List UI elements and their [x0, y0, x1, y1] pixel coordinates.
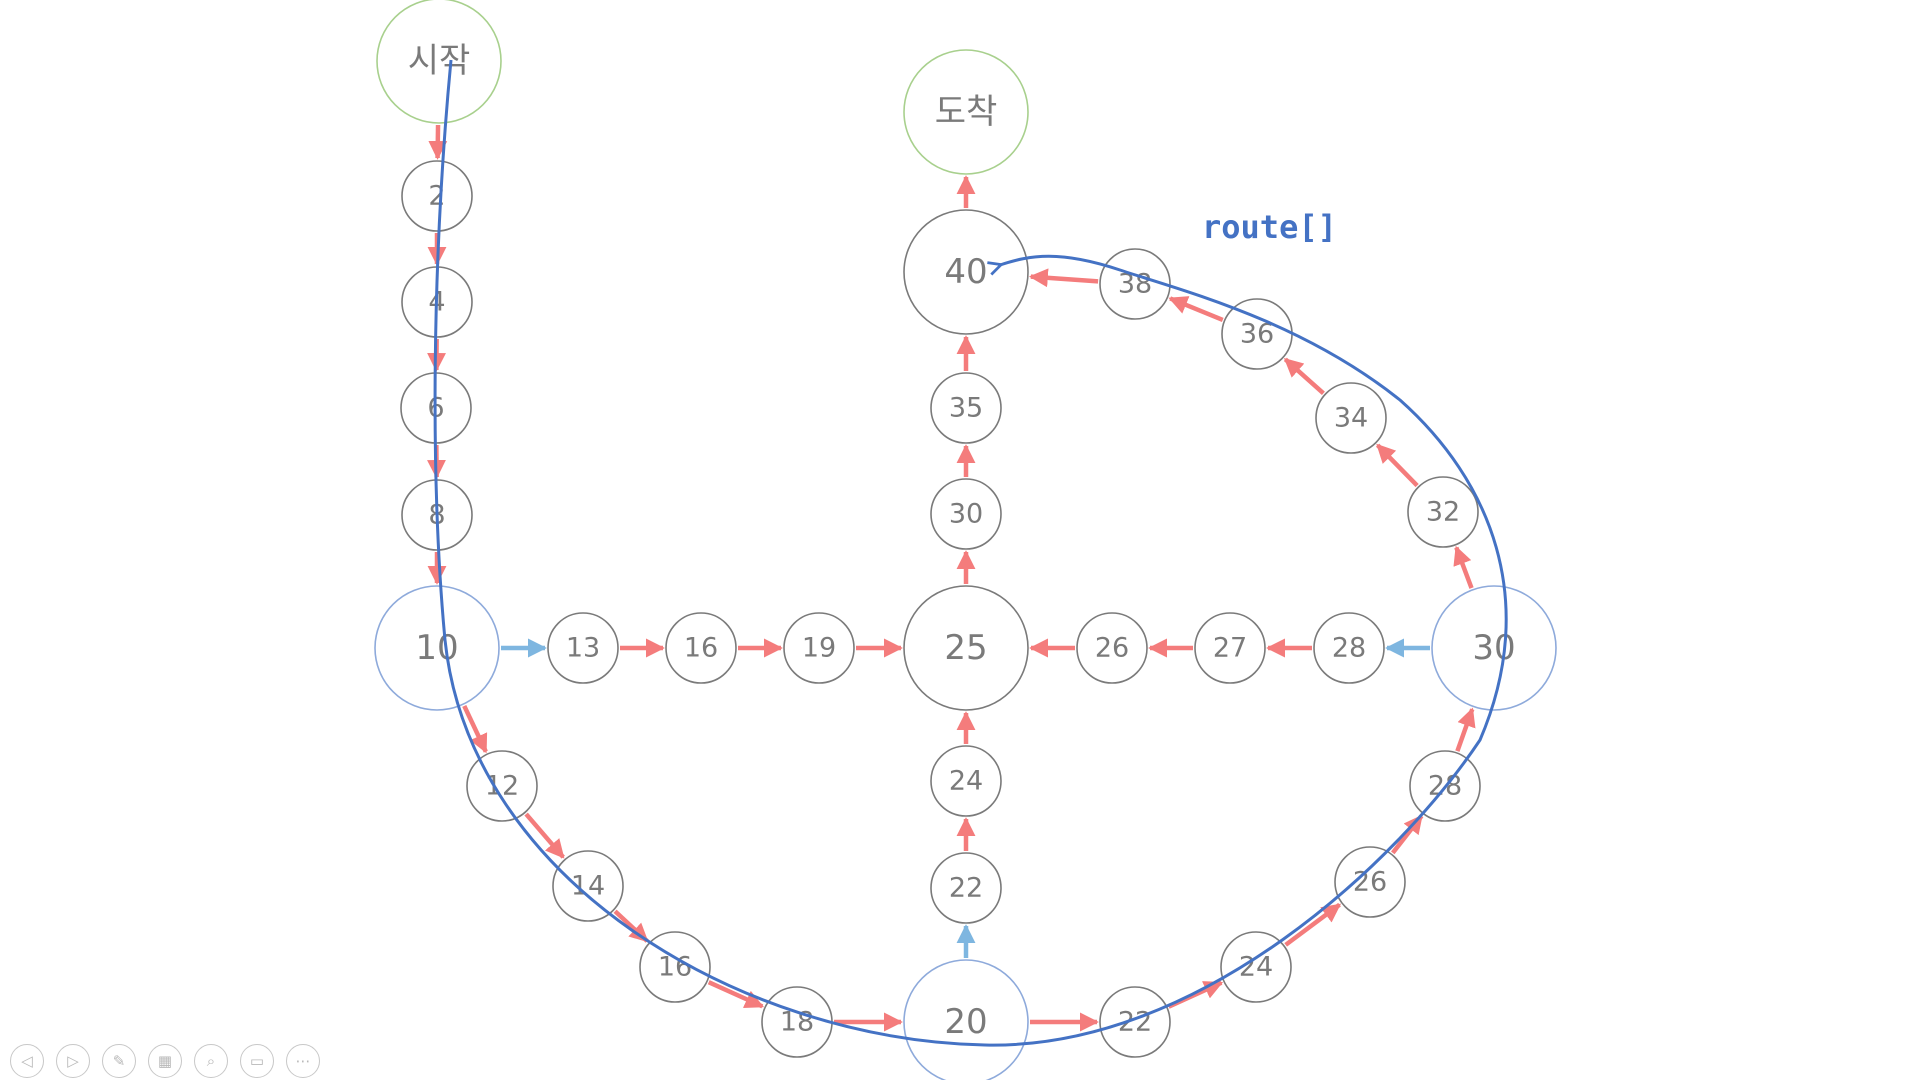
node-circle	[552, 850, 624, 922]
node-n22b: 22	[1099, 986, 1171, 1058]
node-circle	[1315, 382, 1387, 454]
node-circle	[1194, 612, 1266, 684]
node-start: 시작	[376, 0, 502, 124]
node-n28a: 28	[1313, 612, 1385, 684]
edge-n36-to-n38	[1168, 296, 1224, 323]
more-options-icon[interactable]: ⋯	[286, 1044, 320, 1078]
node-label: 19	[802, 633, 836, 664]
node-circle	[930, 745, 1002, 817]
chevron-left-icon[interactable]: ◁	[10, 1044, 44, 1078]
node-circle	[903, 585, 1029, 711]
node-circle	[1099, 986, 1171, 1058]
node-label: 38	[1118, 269, 1152, 300]
node-circle	[930, 478, 1002, 550]
node-n26a: 26	[1076, 612, 1148, 684]
node-label: 30	[1472, 628, 1515, 668]
node-label: 13	[566, 633, 600, 664]
edge-n12-to-n14	[524, 812, 565, 859]
edge-n32-to-n34	[1375, 443, 1419, 488]
slides-grid-icon[interactable]: ▦	[148, 1044, 182, 1078]
node-n22c: 22	[930, 852, 1002, 924]
node-circle	[1313, 612, 1385, 684]
edge-n34-to-n36	[1283, 357, 1325, 396]
node-circle	[639, 931, 711, 1003]
node-circle	[903, 209, 1029, 335]
node-label: 30	[949, 499, 983, 530]
node-circle	[930, 852, 1002, 924]
node-circle	[665, 612, 737, 684]
node-label: 10	[415, 628, 458, 668]
node-n40: 40	[903, 209, 1029, 335]
node-n16a: 16	[665, 612, 737, 684]
node-circle	[374, 585, 500, 711]
node-label: 16	[684, 633, 718, 664]
node-label: 35	[949, 393, 983, 424]
node-label: 26	[1353, 867, 1387, 898]
node-circle	[1431, 585, 1557, 711]
chevron-right-icon[interactable]: ▷	[56, 1044, 90, 1078]
node-n14: 14	[552, 850, 624, 922]
node-n34: 34	[1315, 382, 1387, 454]
node-goal: 도착	[903, 49, 1029, 175]
magnifier-icon[interactable]: ⌕	[194, 1044, 228, 1078]
node-label: 26	[1095, 633, 1129, 664]
edge-n38-to-n40	[1028, 268, 1099, 288]
node-n16b: 16	[639, 931, 711, 1003]
subtitle-icon[interactable]: ▭	[240, 1044, 274, 1078]
node-label: 22	[949, 873, 983, 904]
node-n26b: 26	[1334, 846, 1406, 918]
node-circle	[376, 0, 502, 124]
node-n19: 19	[783, 612, 855, 684]
node-n12: 12	[466, 750, 538, 822]
node-circle	[903, 49, 1029, 175]
node-n18: 18	[761, 986, 833, 1058]
node-label: 27	[1213, 633, 1247, 664]
node-label: 도착	[935, 92, 998, 132]
route-label: route[]	[1202, 208, 1337, 246]
node-label: 25	[944, 628, 987, 668]
node-n30c: 30	[930, 478, 1002, 550]
node-label: 40	[944, 252, 987, 292]
node-n2: 2	[401, 160, 473, 232]
edge-n10-to-n12	[462, 704, 488, 754]
node-circle	[783, 612, 855, 684]
node-label: 28	[1332, 633, 1366, 664]
route-curve	[433, 59, 1508, 1047]
node-n32: 32	[1407, 476, 1479, 548]
node-n27: 27	[1194, 612, 1266, 684]
node-n25: 25	[903, 585, 1029, 711]
node-label: 32	[1426, 497, 1460, 528]
node-label: 24	[949, 766, 983, 797]
node-circle	[1407, 476, 1479, 548]
node-n35: 35	[930, 372, 1002, 444]
node-n10: 10	[374, 585, 500, 711]
edge-n24b-to-n26b	[1284, 902, 1342, 947]
node-circle	[401, 160, 473, 232]
presentation-toolbar: ◁ ▷ ✎ ▦ ⌕ ▭ ⋯	[10, 1044, 320, 1078]
node-circle	[547, 612, 619, 684]
node-circle	[1076, 612, 1148, 684]
node-circle	[1334, 846, 1406, 918]
edge-n16b-to-n18	[707, 980, 765, 1009]
edge-n28b-to-n30r	[1455, 707, 1476, 752]
node-circle	[1099, 248, 1171, 320]
node-label: 20	[944, 1002, 987, 1042]
node-n13: 13	[547, 612, 619, 684]
node-n24c: 24	[930, 745, 1002, 817]
edge-n30r-to-n32	[1453, 545, 1474, 589]
node-circle	[1220, 931, 1292, 1003]
node-circle	[903, 959, 1029, 1080]
node-label: 시작	[408, 41, 471, 81]
pen-icon[interactable]: ✎	[102, 1044, 136, 1078]
node-circle	[930, 372, 1002, 444]
node-n20: 20	[903, 959, 1029, 1080]
node-label: 34	[1334, 403, 1368, 434]
node-label: 2	[428, 181, 445, 212]
node-n36: 36	[1221, 298, 1293, 370]
node-n30r: 30	[1431, 585, 1557, 711]
